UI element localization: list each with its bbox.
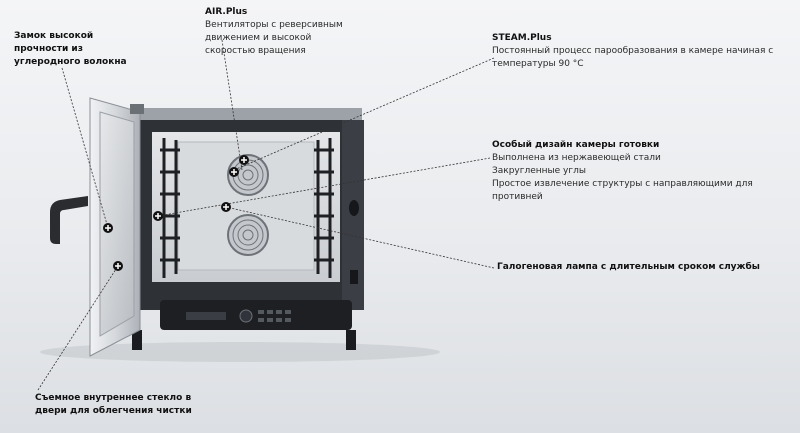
control-knob bbox=[239, 309, 253, 323]
markers bbox=[103, 155, 249, 271]
plus-circle-icon bbox=[229, 167, 239, 177]
right-rack bbox=[314, 138, 334, 278]
fan-icon bbox=[227, 214, 269, 256]
leader-design bbox=[157, 157, 491, 217]
door-handle-icon bbox=[50, 196, 88, 244]
leader-lock bbox=[61, 67, 109, 229]
callout-design-title: Особый дизайн камеры готовки bbox=[492, 140, 660, 150]
leader-lines bbox=[37, 39, 495, 391]
oven-foot bbox=[132, 330, 142, 350]
leader-glass bbox=[37, 265, 119, 391]
callout-air-line-3: скоростью вращения bbox=[205, 46, 306, 56]
oven-door bbox=[50, 97, 144, 357]
callout-steam-line-1: Постоянный процесс парообразования в кам… bbox=[492, 46, 774, 56]
callout-steam-line-2: температуры 90 °C bbox=[492, 59, 584, 69]
callout-halogen-title: Галогеновая лампа с длительным сроком сл… bbox=[497, 262, 760, 272]
leader-steam bbox=[233, 57, 495, 171]
callout-design-line-2: Закругленные углы bbox=[492, 166, 586, 176]
callout-lock-title-2: прочности из bbox=[14, 44, 83, 54]
left-rack bbox=[160, 138, 180, 278]
plus-circle-icon bbox=[153, 211, 163, 221]
callout-steam: STEAM.Plus Постоянный процесс парообразо… bbox=[492, 32, 792, 71]
callout-design-line-3: Простое извлечение структуры с направляю… bbox=[492, 179, 753, 189]
oven-body bbox=[132, 108, 364, 350]
callout-air-title: AIR.Plus bbox=[205, 7, 248, 17]
plus-circle-icon bbox=[113, 261, 123, 271]
leader-air bbox=[221, 39, 243, 171]
fan-icon bbox=[227, 154, 269, 196]
callout-lock: Замок высокой прочности из углеродного в… bbox=[14, 30, 129, 69]
core-probe-socket bbox=[349, 200, 359, 216]
callout-design-line-4: противней bbox=[492, 192, 543, 202]
callout-steam-title: STEAM.Plus bbox=[492, 33, 552, 43]
callout-air-line-2: движением и высокой bbox=[205, 33, 312, 43]
callout-lock-title-3: углеродного волокна bbox=[14, 57, 127, 67]
leader-halogen bbox=[225, 206, 495, 269]
plus-circle-icon bbox=[239, 155, 249, 165]
plus-circle-icon bbox=[103, 223, 113, 233]
callout-design: Особый дизайн камеры готовки Выполнена и… bbox=[492, 139, 792, 204]
callout-halogen: Галогеновая лампа с длительным сроком сл… bbox=[497, 261, 797, 274]
oven-top bbox=[140, 108, 362, 122]
plus-circle-icon bbox=[221, 202, 231, 212]
callout-glass-title-1: Съемное внутреннее стекло в bbox=[35, 393, 192, 403]
callout-air-line-1: Вентиляторы с реверсивным bbox=[205, 20, 343, 30]
callout-lock-title-1: Замок высокой bbox=[14, 31, 94, 41]
callout-glass: Съемное внутреннее стекло в двери для об… bbox=[35, 392, 205, 418]
control-display bbox=[186, 312, 226, 320]
callout-glass-title-2: двери для облегчения чистки bbox=[35, 406, 192, 416]
door-hinge bbox=[130, 104, 144, 114]
side-switch bbox=[350, 270, 358, 284]
callout-air: AIR.Plus Вентиляторы с реверсивным движе… bbox=[205, 6, 395, 58]
control-panel bbox=[160, 300, 352, 330]
control-keypad bbox=[258, 310, 291, 322]
callout-design-line-1: Выполнена из нержавеющей стали bbox=[492, 153, 661, 163]
oven-foot bbox=[346, 330, 356, 350]
